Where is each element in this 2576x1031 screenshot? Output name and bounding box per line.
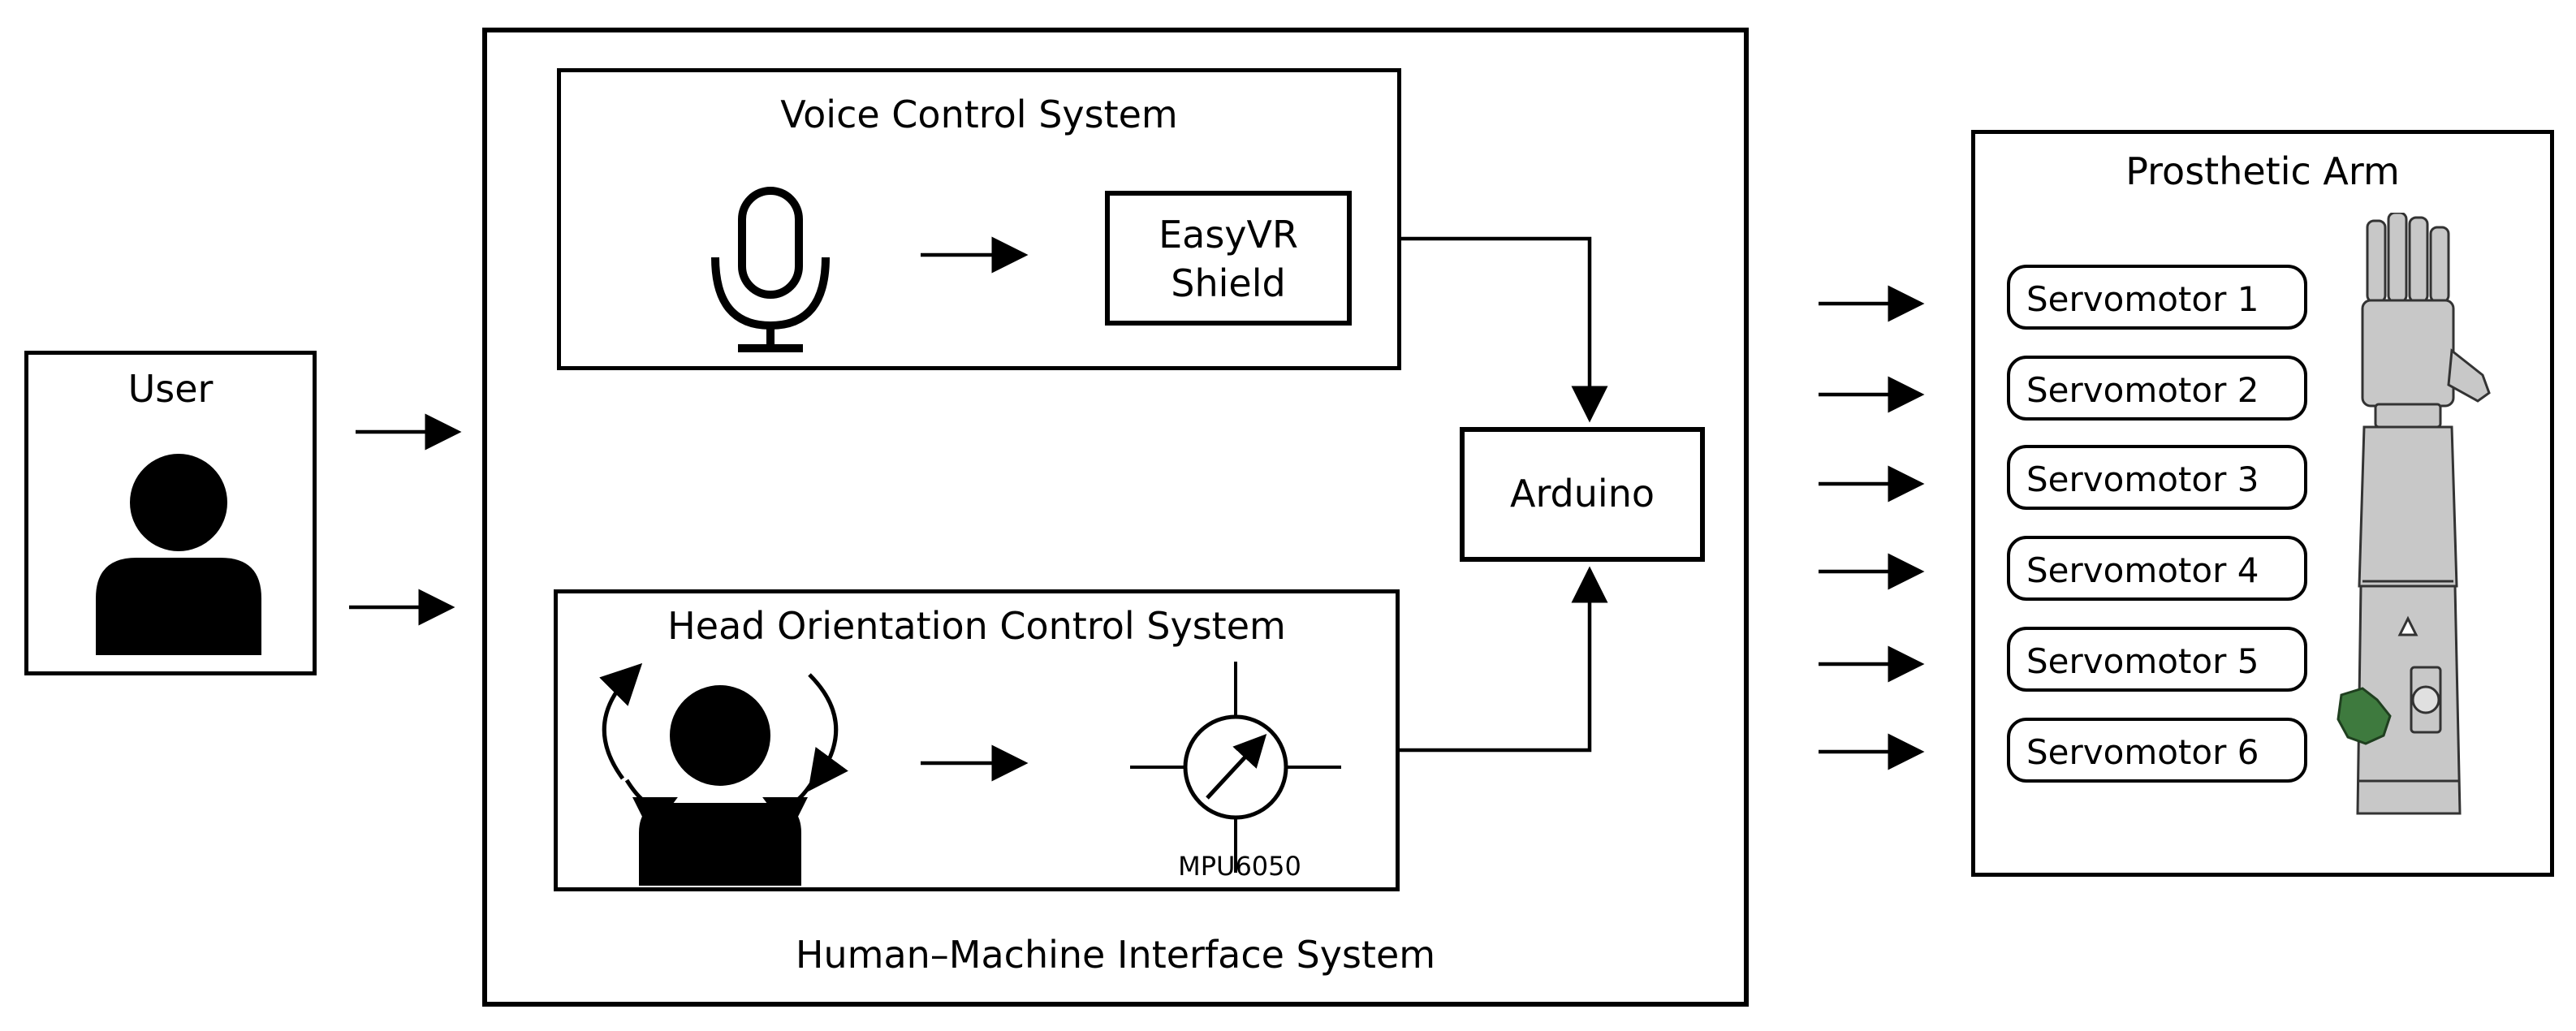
mpu6050-label: MPU6050 <box>1178 851 1301 882</box>
easyvr-to-arduino-line <box>1398 236 1608 423</box>
servomotor-3-label: Servomotor 3 <box>2026 459 2259 499</box>
servomotor-3: Servomotor 3 <box>2007 445 2307 510</box>
prosthetic-arm-label: Prosthetic Arm <box>2125 149 2400 193</box>
servomotor-2: Servomotor 2 <box>2007 356 2307 421</box>
user-box: User <box>24 351 317 675</box>
servomotor-2-label: Servomotor 2 <box>2026 370 2259 410</box>
head-orientation-box: Head Orientation Control System MPU6050 <box>554 589 1400 891</box>
servomotor-5: Servomotor 5 <box>2007 627 2307 692</box>
arduino-label: Arduino <box>1509 472 1655 516</box>
servomotor-4-label: Servomotor 4 <box>2026 550 2259 590</box>
microphone-icon <box>711 187 830 352</box>
voice-control-box: Voice Control System EasyVR Shield <box>557 68 1401 370</box>
easyvr-shield-line1: EasyVR <box>1159 213 1298 257</box>
servomotor-4: Servomotor 4 <box>2007 536 2307 601</box>
prosthetic-arm-image <box>2337 213 2491 815</box>
sensor-to-arduino-line <box>1398 566 1608 753</box>
servomotor-6: Servomotor 6 <box>2007 718 2307 783</box>
head-orientation-label: Head Orientation Control System <box>667 604 1286 648</box>
easyvr-shield-line2: Shield <box>1171 261 1286 305</box>
easyvr-shield-box: EasyVR Shield <box>1105 191 1352 326</box>
arduino-box: Arduino <box>1460 427 1705 562</box>
servomotor-5-label: Servomotor 5 <box>2026 641 2259 681</box>
hmi-system-label: Human–Machine Interface System <box>795 933 1436 977</box>
servomotor-1: Servomotor 1 <box>2007 265 2307 330</box>
user-icon <box>96 454 261 655</box>
gauge-sensor-icon <box>1130 662 1341 873</box>
voice-control-label: Voice Control System <box>780 93 1178 136</box>
servomotor-1-label: Servomotor 1 <box>2026 279 2259 319</box>
head-rotation-icon <box>599 662 848 886</box>
servomotor-6-label: Servomotor 6 <box>2026 732 2259 772</box>
user-label: User <box>127 367 214 411</box>
